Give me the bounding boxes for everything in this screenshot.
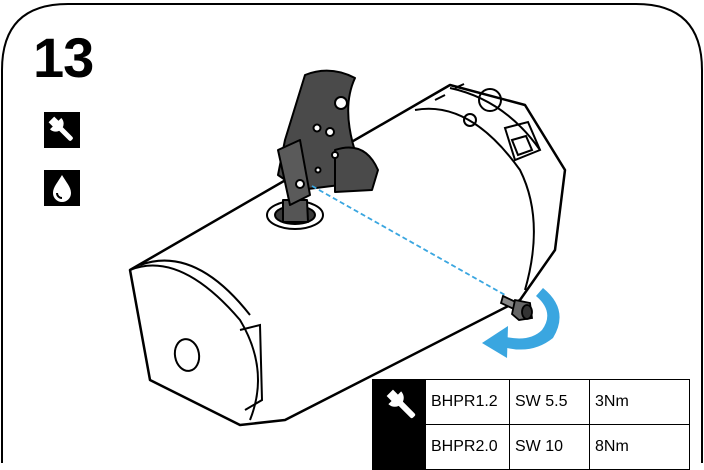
torque-spec-table: BHPR1.2 SW 5.5 3Nm BHPR2.0 SW 10 8Nm (372, 379, 690, 470)
mounting-bracket (266, 69, 379, 230)
table-cell-torque: 3Nm (589, 379, 690, 425)
table-row: BHPR1.2 SW 5.5 3Nm (372, 379, 690, 470)
water-drop-icon (44, 170, 80, 206)
housing-body (128, 83, 567, 427)
table-cell-model: BHPR2.0 (425, 424, 510, 470)
screw (499, 294, 534, 321)
wrench-icon (372, 379, 426, 470)
guide-line (311, 185, 506, 296)
wrench-icon (44, 112, 80, 148)
table-cell-model: BHPR1.2 (425, 379, 510, 425)
table-cell-tool: SW 5.5 (509, 379, 590, 425)
step-number: 13 (33, 26, 94, 89)
table-cell-tool: SW 10 (509, 424, 590, 470)
table-cell-torque: 8Nm (589, 424, 690, 470)
rotation-arrow (482, 288, 560, 358)
housing-details (129, 83, 542, 421)
table-row: BHPR2.0 SW 10 8Nm (373, 424, 690, 470)
